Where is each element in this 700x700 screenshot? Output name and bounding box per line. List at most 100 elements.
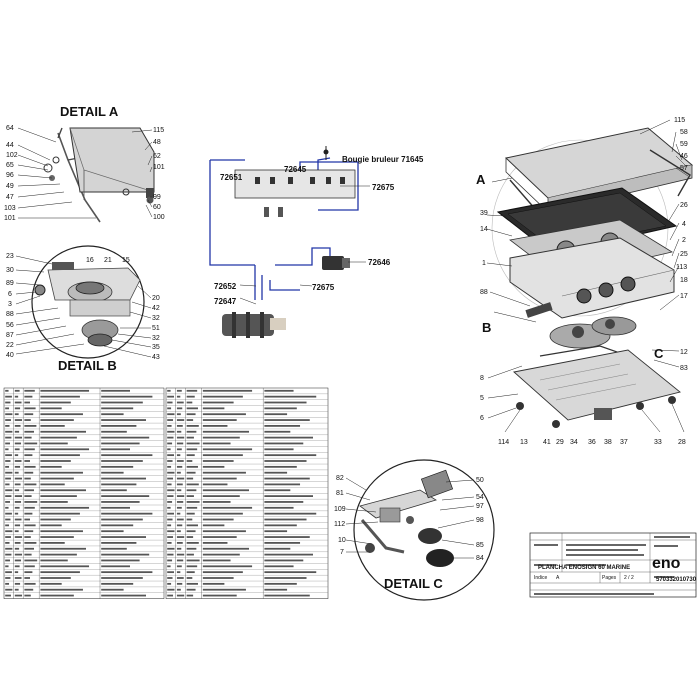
table-cell-text — [24, 582, 36, 585]
table-cell-text — [24, 588, 34, 591]
main-exploded-view — [486, 119, 694, 433]
table-cell-text — [5, 565, 9, 568]
table-cell-text — [264, 594, 310, 597]
table-cell-text — [40, 436, 77, 439]
detail-c-title: DETAIL C — [384, 576, 443, 591]
table-cell-text — [186, 401, 193, 404]
table-cell-text — [167, 454, 175, 457]
table-cell-text — [14, 413, 19, 416]
revision-value: A — [556, 575, 560, 581]
table-cell-text — [40, 407, 62, 410]
table-cell-text — [14, 565, 20, 568]
callout: 50 — [476, 477, 484, 484]
table-cell-text — [101, 582, 134, 585]
table-cell-text — [24, 471, 34, 474]
table-cell-text — [14, 501, 22, 503]
table-cell-text — [202, 430, 250, 433]
callout: 81 — [336, 490, 344, 497]
table-cell-text — [5, 553, 12, 556]
table-cell-text — [5, 588, 13, 591]
table-cell-text — [14, 389, 20, 392]
table-cell-text — [176, 559, 184, 562]
table-cell-text — [167, 389, 171, 392]
table-cell-text — [202, 553, 240, 556]
table-cell-text — [24, 501, 38, 503]
callout: 26 — [680, 202, 688, 209]
wire-label: 72652 — [214, 282, 237, 291]
table-cell-text — [101, 465, 134, 468]
wire-label: 72675 — [312, 283, 335, 292]
table-cell-text — [202, 512, 243, 515]
table-cell-text — [14, 395, 19, 398]
callout: 54 — [476, 494, 484, 501]
table-cell-text — [14, 518, 22, 521]
table-cell-text — [167, 571, 175, 574]
callout: 89 — [6, 280, 14, 287]
table-cell-text — [186, 577, 193, 579]
table-cell-text — [202, 582, 225, 585]
table-cell-text — [202, 559, 231, 562]
table-cell-text — [186, 448, 198, 451]
table-cell-text — [101, 442, 140, 445]
table-cell-text — [167, 542, 172, 544]
callout: 109 — [334, 506, 346, 513]
table-cell-text — [176, 489, 182, 492]
table-cell-text — [40, 489, 86, 492]
table-cell-text — [14, 465, 21, 468]
table-cell-text — [40, 495, 77, 497]
table-cell-text — [5, 542, 10, 544]
table-cell-text — [24, 536, 31, 538]
table-cell-text — [167, 483, 172, 486]
table-cell-text — [24, 489, 34, 492]
callout: 40 — [6, 352, 14, 359]
table-cell-text — [176, 436, 185, 439]
table-cell-text — [24, 401, 30, 404]
table-cell-text — [186, 594, 194, 597]
callout: 37 — [620, 439, 628, 446]
table-cell-text — [202, 465, 225, 468]
table-cell-text — [202, 425, 228, 427]
table-cell-text — [101, 524, 134, 527]
table-cell-text — [101, 501, 140, 503]
callout: 44 — [6, 142, 14, 149]
table-cell-text — [101, 454, 153, 457]
callout: 41 — [543, 439, 551, 446]
table-cell-text — [5, 495, 12, 497]
table-cell-text — [176, 389, 182, 392]
table-cell-text — [40, 565, 90, 568]
table-cell-text — [264, 524, 297, 527]
table-cell-text — [186, 471, 196, 474]
parts-table-right — [165, 387, 329, 599]
callout: 39 — [480, 210, 488, 217]
table-cell-text — [186, 524, 198, 527]
callout: 64 — [6, 125, 14, 132]
table-cell-text — [101, 542, 137, 544]
table-cell-text — [40, 518, 71, 521]
document-code: 570332010730 — [656, 577, 697, 583]
table-cell-text — [14, 571, 19, 574]
callout: 36 — [588, 439, 596, 446]
table-cell-text — [264, 401, 307, 404]
table-cell-text — [14, 436, 22, 439]
table-cell-text — [176, 465, 183, 468]
table-cell-text — [176, 401, 184, 404]
table-cell-text — [101, 547, 127, 550]
callout: 6 — [8, 291, 12, 298]
table-cell-text — [167, 425, 172, 427]
table-cell-text — [167, 448, 171, 451]
table-cell-text — [167, 489, 175, 492]
table-cell-text — [176, 512, 181, 515]
table-cell-text — [24, 547, 34, 550]
title-block — [529, 532, 697, 598]
table-cell-text — [202, 489, 250, 492]
callout: 115 — [674, 117, 685, 124]
table-cell-text — [167, 588, 175, 591]
table-cell-text — [24, 436, 32, 439]
table-cell-text — [176, 501, 184, 503]
table-cell-text — [24, 425, 37, 427]
table-cell-text — [264, 565, 294, 568]
table-cell-text — [101, 471, 124, 474]
table-cell-text — [40, 547, 86, 550]
table-cell-text — [14, 442, 22, 445]
table-cell-text — [264, 588, 288, 591]
